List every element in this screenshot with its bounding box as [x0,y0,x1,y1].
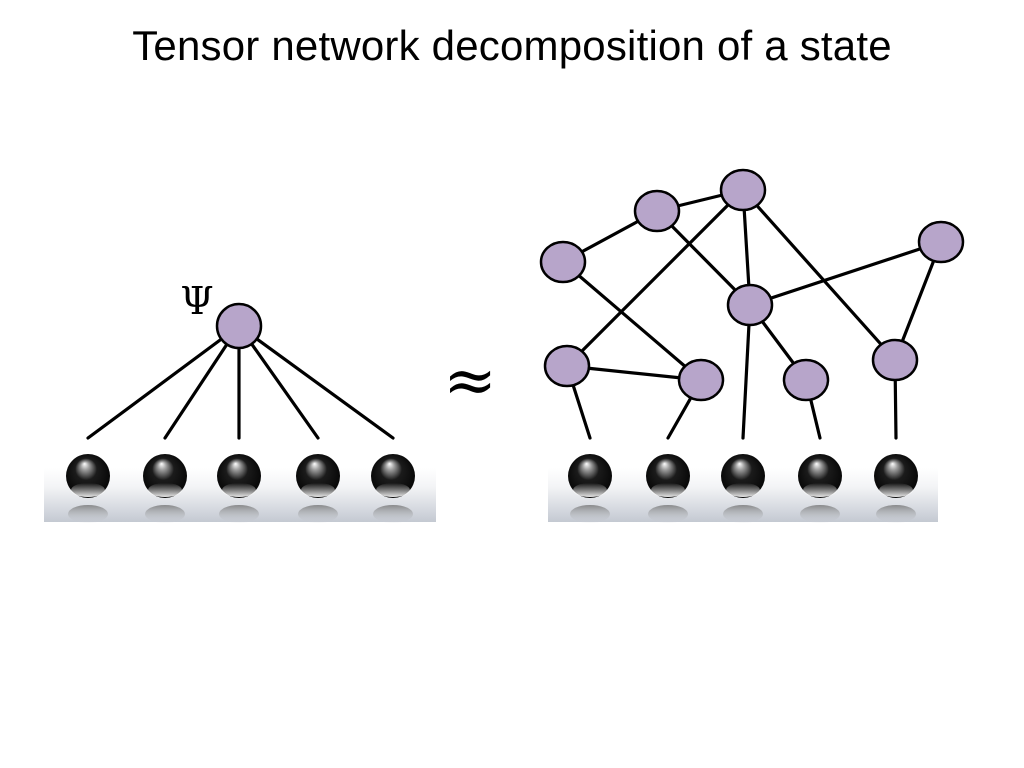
tensor-node [539,240,587,284]
psi-label: Ψ [180,279,213,323]
spin-sphere [568,454,612,523]
tensor-node [782,358,830,402]
physical-leg [741,303,752,440]
spin-sphere [143,454,187,523]
spin-sphere [296,454,340,523]
spin-sphere [646,454,690,523]
psi-tensor-node [215,302,263,350]
right-spin-row [568,454,918,523]
spin-sphere [798,454,842,523]
bond [741,188,897,362]
spin-sphere [874,454,918,523]
bond [561,260,703,382]
slide-title: Tensor network decomposition of a state [132,22,892,69]
tensor-node [917,220,965,264]
bond [565,188,745,368]
single-tensor-state: Ψ [44,279,436,523]
spin-sphere [217,454,261,523]
tensor-node [677,358,725,402]
spin-sphere [371,454,415,523]
spin-sphere [721,454,765,523]
approx-symbol: ≈ [443,344,497,418]
tensor-node [726,283,774,327]
tensor-node [543,344,591,388]
tensor-node [719,168,767,212]
tensor-node [871,338,919,382]
spin-sphere [66,454,110,523]
psi-leg-5 [237,324,395,440]
psi-leg-1 [86,324,241,440]
tensor-node [633,189,681,233]
tensor-network [539,168,965,523]
bond [748,240,943,307]
left-spin-row [66,454,415,523]
